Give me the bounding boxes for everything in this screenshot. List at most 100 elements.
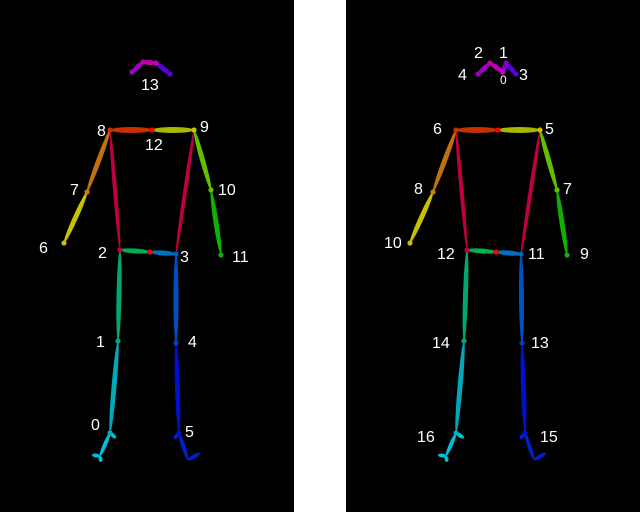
right-keypoint: [453, 430, 459, 436]
right-label-2: 2: [474, 45, 483, 62]
left-keypoint: [84, 189, 90, 195]
right-label-13: 13: [531, 335, 549, 352]
right-head-limb: [489, 62, 504, 73]
left-keypoint: [147, 249, 153, 255]
left-keypoint: [129, 69, 135, 75]
left-foot-limb: [98, 455, 103, 463]
left-keypoint: [149, 127, 155, 133]
left-arm-limb: [86, 129, 111, 193]
right-leg-limb: [518, 253, 525, 344]
left-head-limb: [131, 61, 144, 73]
left-keypoint: [117, 247, 123, 253]
right-label-16: 16: [417, 429, 435, 446]
right-torso-limb: [455, 129, 468, 251]
left-arm-limb: [63, 191, 88, 244]
right-label-0: 0: [500, 73, 507, 87]
left-keypoint: [173, 251, 179, 257]
right-foot-limb: [533, 452, 547, 461]
left-shoulder-limb: [152, 127, 194, 133]
left-foot-limb: [91, 453, 101, 458]
left-head-limb: [155, 62, 171, 75]
left-label-9: 9: [200, 119, 209, 136]
right-keypoint: [503, 60, 509, 66]
left-torso-limb: [109, 129, 121, 251]
right-keypoint: [430, 189, 436, 195]
right-keypoint: [518, 251, 524, 257]
right-arm-limb: [556, 189, 568, 256]
right-foot-limb: [437, 453, 447, 458]
right-hip-limb: [495, 250, 522, 256]
left-leg-limb: [173, 254, 179, 343]
right-label-14: 14: [432, 335, 450, 352]
left-keypoint: [107, 430, 113, 436]
right-leg-limb: [455, 340, 465, 434]
right-skeleton-panel: [346, 0, 640, 512]
right-label-12: 12: [437, 246, 455, 263]
left-label-12: 12: [145, 137, 163, 154]
right-keypoint: [554, 187, 560, 193]
right-leg-limb: [520, 342, 527, 434]
left-keypoint: [208, 187, 214, 193]
left-leg-limb: [116, 249, 122, 342]
left-keypoint: [115, 338, 121, 344]
right-keypoint: [487, 60, 493, 66]
right-head-limb: [505, 62, 517, 75]
left-keypoint: [167, 71, 173, 77]
left-hip-limb: [149, 250, 177, 256]
left-leg-limb: [109, 340, 119, 434]
right-keypoint: [461, 338, 467, 344]
left-head-limb: [142, 59, 157, 66]
left-label-0: 0: [91, 417, 100, 434]
right-label-6: 6: [433, 121, 442, 138]
left-arm-limb: [193, 129, 212, 191]
left-keypoint: [173, 340, 179, 346]
left-label-2: 2: [98, 245, 107, 262]
left-label-4: 4: [188, 334, 197, 351]
left-keypoint: [107, 127, 113, 133]
left-keypoint: [153, 60, 159, 66]
left-foot-limb: [99, 432, 111, 457]
right-label-10: 10: [384, 235, 402, 252]
right-keypoint: [500, 69, 506, 75]
left-foot-limb: [178, 432, 189, 461]
right-label-4: 4: [458, 67, 467, 84]
right-arm-limb: [409, 191, 434, 244]
left-label-1: 1: [96, 334, 105, 351]
left-shoulder-limb: [110, 127, 152, 133]
left-torso-limb: [175, 129, 195, 255]
right-keypoint: [522, 430, 528, 436]
left-leg-limb: [174, 342, 181, 434]
right-arm-limb: [539, 129, 558, 191]
left-keypoint: [140, 59, 146, 65]
right-hip-limb: [466, 248, 497, 254]
right-label-8: 8: [414, 181, 423, 198]
left-label-11: 11: [232, 249, 249, 266]
left-skeleton-panel: [0, 0, 294, 512]
right-keypoint: [493, 249, 499, 255]
left-foot-limb: [187, 452, 201, 461]
right-keypoint: [453, 127, 459, 133]
left-label-3: 3: [180, 249, 189, 266]
right-keypoint: [407, 240, 413, 246]
left-label-10: 10: [218, 182, 236, 199]
right-label-9: 9: [580, 246, 589, 263]
left-keypoint: [176, 430, 182, 436]
left-label-8: 8: [97, 123, 106, 140]
right-keypoint: [537, 127, 543, 133]
right-torso-limb: [520, 129, 541, 255]
right-keypoint: [513, 71, 519, 77]
right-shoulder-limb: [456, 127, 498, 133]
right-arm-limb: [432, 129, 457, 193]
left-label-6: 6: [39, 240, 48, 257]
left-keypoint: [191, 127, 197, 133]
right-keypoint: [564, 252, 570, 258]
right-foot-limb: [524, 432, 535, 461]
right-foot-limb: [445, 432, 457, 457]
left-label-5: 5: [185, 424, 194, 441]
right-keypoint: [519, 340, 525, 346]
left-label-7: 7: [70, 182, 79, 199]
right-label-7: 7: [563, 181, 572, 198]
panel-separator: [294, 0, 346, 512]
right-leg-limb: [462, 249, 469, 342]
